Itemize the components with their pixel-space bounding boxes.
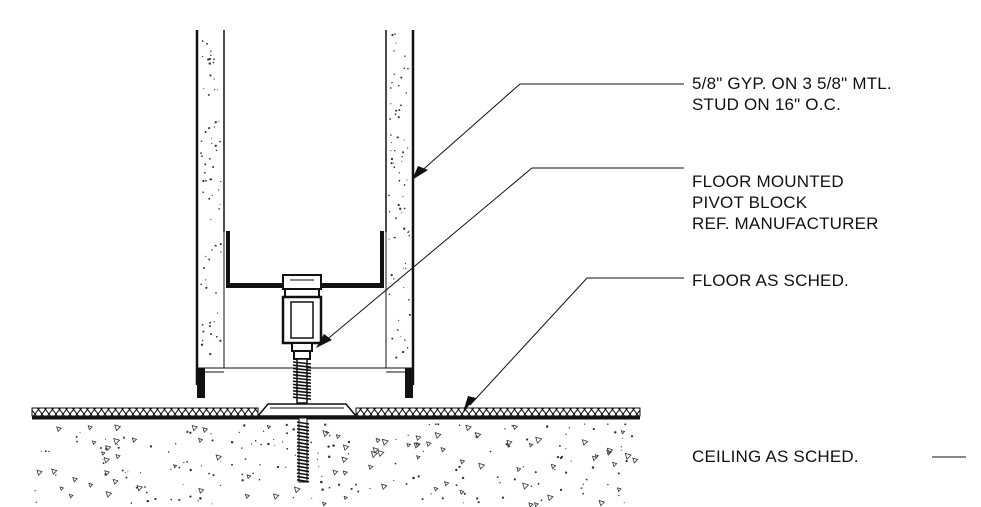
floor-note-line-1: FLOOR AS SCHED. <box>692 271 849 290</box>
floor-note: FLOOR AS SCHED. <box>692 270 849 291</box>
left-wall-texture <box>200 40 222 356</box>
right-wall-panel <box>385 30 415 385</box>
adjustment-screw-thread <box>292 361 312 400</box>
anchor-bolt-thread <box>296 421 310 483</box>
pivot-block <box>281 274 323 404</box>
leader-floor <box>463 277 684 412</box>
right-wall-texture <box>388 33 411 359</box>
leader-pivot <box>316 167 684 348</box>
concrete-slab-texture <box>34 423 639 507</box>
pivot-note-line-2: PIVOT BLOCK <box>692 193 808 212</box>
pivot-note-line-1: FLOOR MOUNTED <box>692 172 844 191</box>
wall-note: 5/8" GYP. ON 3 5/8" MTL. STUD ON 16" O.C… <box>692 73 892 115</box>
leader-wall <box>412 83 684 180</box>
pivot-note-line-3: REF. MANUFACTURER <box>692 214 879 233</box>
wall-note-line-1: 5/8" GYP. ON 3 5/8" MTL. <box>692 74 892 93</box>
anchor-bolt <box>296 417 310 483</box>
left-wall-panel <box>195 30 225 385</box>
floor-finish <box>31 407 641 420</box>
wall-note-line-2: STUD ON 16" O.C. <box>692 95 842 114</box>
ceiling-note-line-1: CEILING AS SCHED. <box>692 447 859 466</box>
floor-plate <box>256 403 358 417</box>
ceiling-note: CEILING AS SCHED. <box>692 446 859 467</box>
pivot-note: FLOOR MOUNTED PIVOT BLOCK REF. MANUFACTU… <box>692 171 879 234</box>
